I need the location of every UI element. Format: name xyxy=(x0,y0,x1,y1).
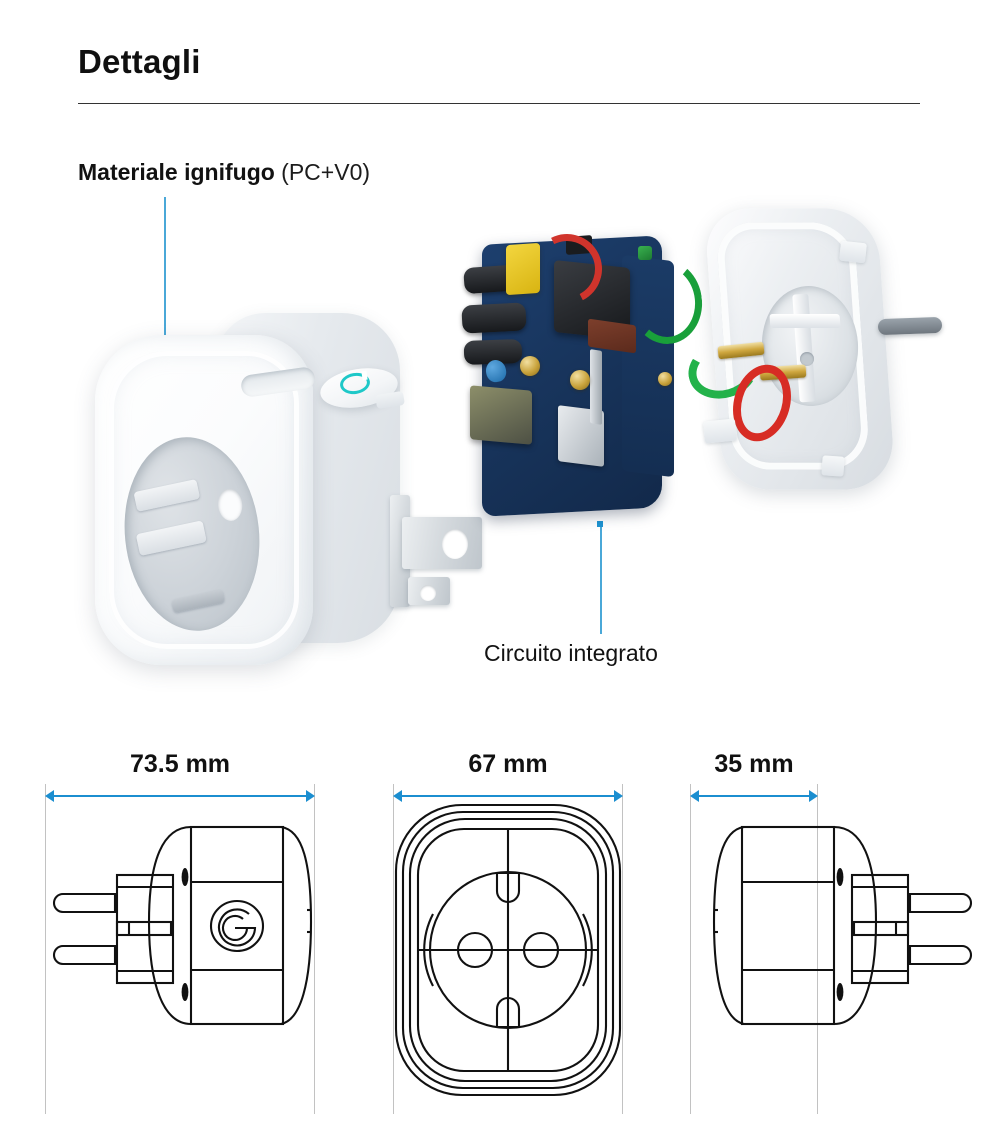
plug-front-shell xyxy=(95,335,317,665)
dimension-line xyxy=(49,795,311,797)
title-divider xyxy=(78,103,920,104)
technical-drawing-front-view xyxy=(394,803,622,1097)
capacitor-cylinder xyxy=(461,302,527,334)
dimension-label-width: 73.5 mm xyxy=(129,750,231,778)
dimension-line xyxy=(694,795,814,797)
cover-screw-hole xyxy=(800,352,814,366)
green-pin-header xyxy=(638,246,652,260)
extension-line xyxy=(45,784,46,1114)
integrated-circuit-board xyxy=(461,224,712,530)
transformer-block xyxy=(470,385,532,445)
dimension-arrow-depth xyxy=(393,790,623,802)
dimension-line xyxy=(397,795,619,797)
rear-housing-cover xyxy=(681,202,990,512)
heatsink-fin xyxy=(590,349,602,425)
brass-terminal xyxy=(520,356,540,376)
page-title: Dettagli xyxy=(78,43,201,80)
technical-drawing-side-view-mirrored xyxy=(712,825,973,1026)
leader-line-circuit xyxy=(600,524,602,634)
earth-contact-strip xyxy=(133,478,201,512)
power-button-cap-assembly xyxy=(317,363,406,415)
callout-label-circuit: Circuito integrato xyxy=(484,640,658,666)
dimension-label-depth: 67 mm xyxy=(468,750,548,778)
arrow-head-right-icon xyxy=(306,790,315,802)
extension-line xyxy=(817,784,818,1114)
dimension-drawings: 73.5 mm xyxy=(0,742,1000,1148)
dimension-label-height: 35 mm xyxy=(714,750,794,778)
leader-dot-circuit xyxy=(597,521,603,527)
callout-material-strong: Materiale ignifugo xyxy=(78,159,275,185)
cover-snap-lug xyxy=(839,240,867,264)
arrow-head-right-icon xyxy=(614,790,623,802)
dimension-arrow-width xyxy=(45,790,315,802)
metal-earth-bracket xyxy=(380,495,492,613)
power-button-tab xyxy=(375,390,405,410)
extension-line xyxy=(393,784,394,1114)
cover-snap-lug xyxy=(821,455,845,477)
callout-label-material: Materiale ignifugo (PC+V0) xyxy=(78,159,370,186)
bracket-hole xyxy=(442,529,468,559)
bracket-hole xyxy=(420,585,436,601)
callout-material-light: (PC+V0) xyxy=(274,159,371,185)
extension-line xyxy=(690,784,691,1114)
earth-pin xyxy=(877,316,943,336)
brass-terminal xyxy=(570,370,590,390)
earth-contact-strip xyxy=(135,520,207,557)
arrow-head-right-icon xyxy=(809,790,818,802)
technical-drawing-side-view xyxy=(52,825,313,1026)
extension-line xyxy=(314,784,315,1114)
dimension-arrow-height xyxy=(690,790,818,802)
white-smart-plug-housing xyxy=(95,285,482,685)
cover-rib-horizontal xyxy=(769,314,841,328)
extension-line xyxy=(622,784,623,1114)
leader-line-material xyxy=(164,197,166,382)
cover-snap-lug xyxy=(702,418,738,444)
earth-contact-strip xyxy=(171,589,225,613)
brass-terminal xyxy=(658,372,672,386)
product-exploded-view xyxy=(0,190,1000,690)
socket-pin-hole xyxy=(216,487,244,523)
